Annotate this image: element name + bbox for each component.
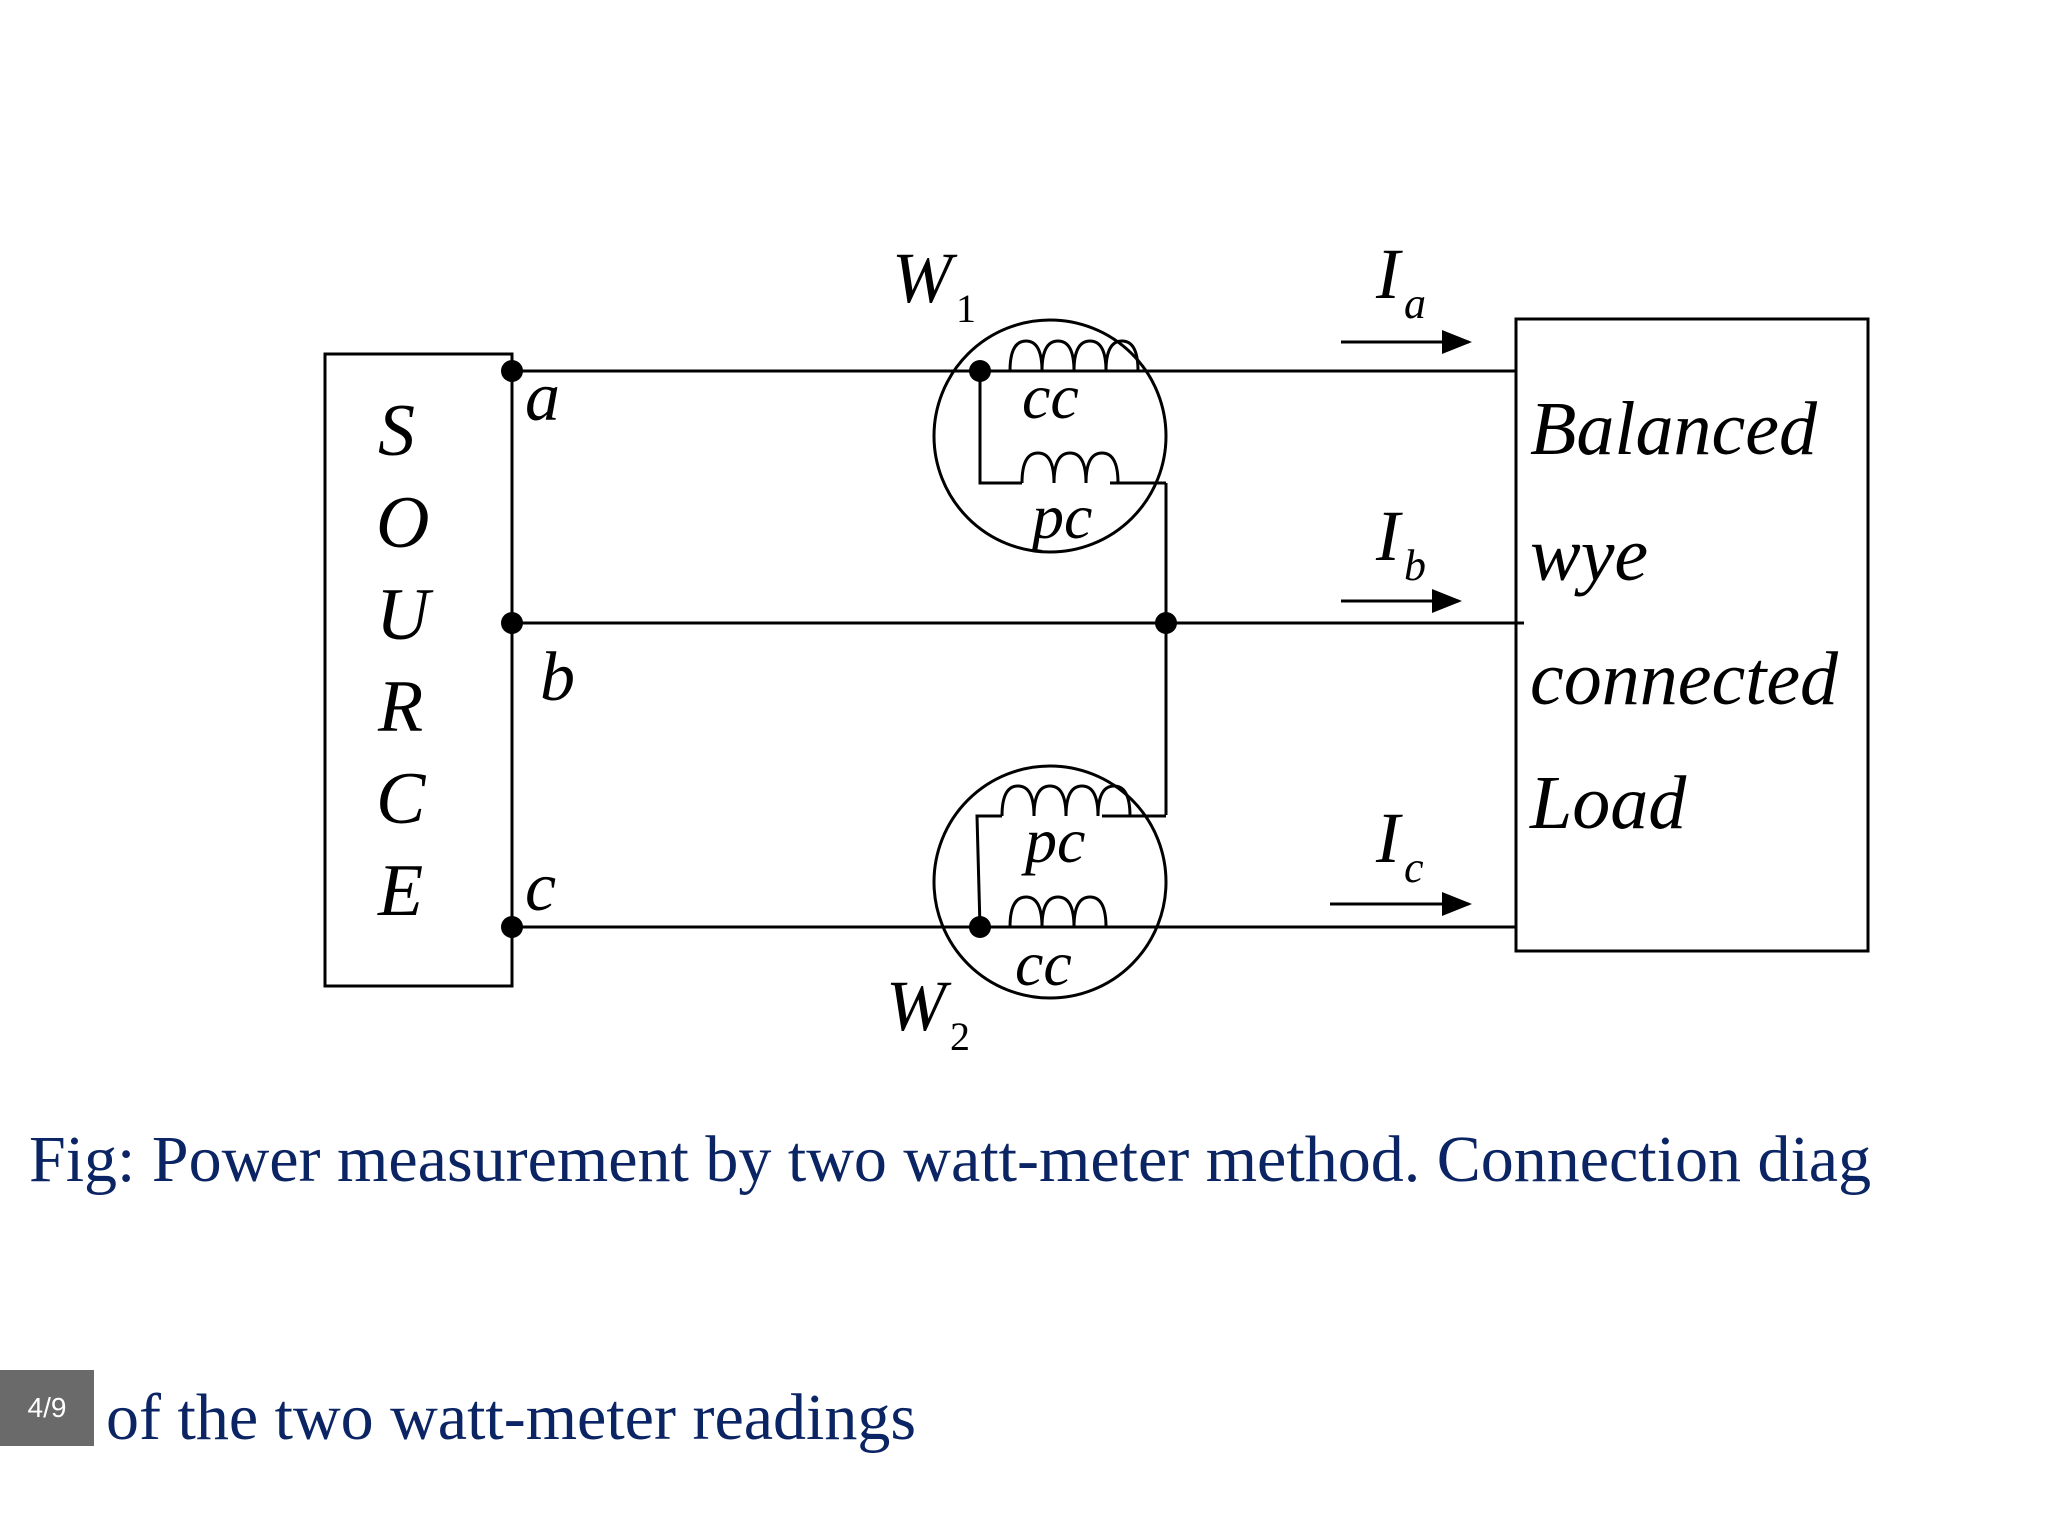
source-box <box>323 352 514 988</box>
load-label: Balanced wye connected Load <box>1529 387 1839 845</box>
source-letter: S <box>378 390 415 472</box>
w1-sub: 1 <box>956 286 976 331</box>
potential-coil <box>1020 451 1120 484</box>
current-coil <box>1008 339 1140 372</box>
pc-label: pc <box>1021 805 1085 876</box>
current-name: I <box>1375 798 1403 878</box>
current-ic-label: Ic <box>1375 798 1424 892</box>
current-arrows: Ia Ib Ic <box>1330 234 1472 916</box>
current-ia-label: Ia <box>1375 234 1426 328</box>
line-label-b: b <box>540 639 575 716</box>
current-coil <box>1008 895 1108 928</box>
potential-coil <box>1000 784 1132 817</box>
source-letter: R <box>377 666 423 748</box>
page-indicator: 4/9 <box>0 1370 94 1446</box>
line-wires <box>512 369 1524 929</box>
load-line: Balanced <box>1530 387 1818 471</box>
w2-name: W <box>886 966 952 1046</box>
source-letter: U <box>376 574 434 656</box>
load-line: wye <box>1530 513 1648 597</box>
current-sub: b <box>1404 541 1426 590</box>
source-label: S O U R C E <box>376 390 434 932</box>
line-label-c: c <box>525 849 556 926</box>
body-text: of the two watt-meter readings <box>106 1381 917 1454</box>
cc-label: cc <box>1022 361 1079 432</box>
load-line: Load <box>1529 761 1687 845</box>
current-name: I <box>1375 496 1403 576</box>
current-sub: a <box>1404 279 1426 328</box>
load-line: connected <box>1530 637 1839 721</box>
junction-dots <box>501 360 1177 938</box>
figure-caption: Fig: Power measurement by two watt-meter… <box>29 1123 1872 1196</box>
current-name: I <box>1375 234 1403 314</box>
w1-name: W <box>892 238 958 318</box>
load-box <box>1514 317 1870 953</box>
pc-label: pc <box>1028 481 1092 552</box>
line-labels: a b c <box>525 359 575 926</box>
source-letter: C <box>376 758 427 840</box>
w2-sub: 2 <box>950 1014 970 1059</box>
current-sub: c <box>1404 843 1424 892</box>
source-letter: E <box>377 850 423 932</box>
source-letter: O <box>376 482 429 564</box>
current-ib-label: Ib <box>1375 496 1426 590</box>
cc-label: cc <box>1015 928 1072 999</box>
